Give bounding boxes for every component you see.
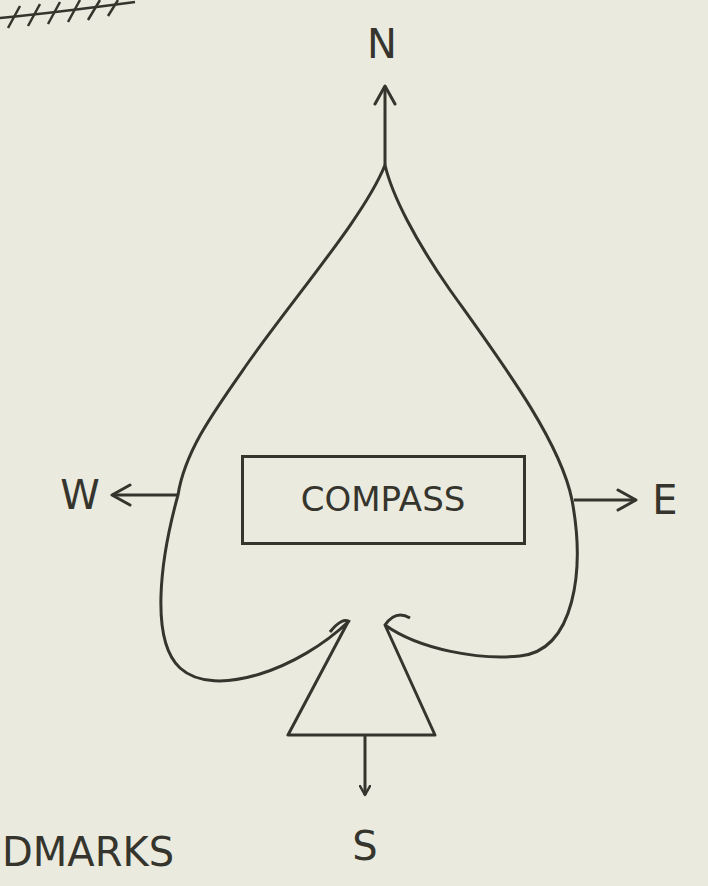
label-box: COMPASS	[241, 455, 526, 545]
hatched-line	[0, 0, 135, 28]
direction-letter: E	[652, 478, 677, 522]
north-arrow	[384, 86, 387, 165]
west-arrow	[112, 494, 177, 497]
direction-letter: N	[367, 22, 397, 66]
box-text: COMPASS	[301, 481, 466, 518]
spade-outline	[161, 165, 577, 735]
south-arrow	[364, 735, 367, 795]
spade-notch	[330, 615, 410, 632]
east-arrow	[574, 499, 636, 502]
heading-fragment: DMARKS	[2, 830, 174, 874]
direction-letter: S	[352, 824, 377, 868]
direction-letter: W	[60, 473, 100, 517]
